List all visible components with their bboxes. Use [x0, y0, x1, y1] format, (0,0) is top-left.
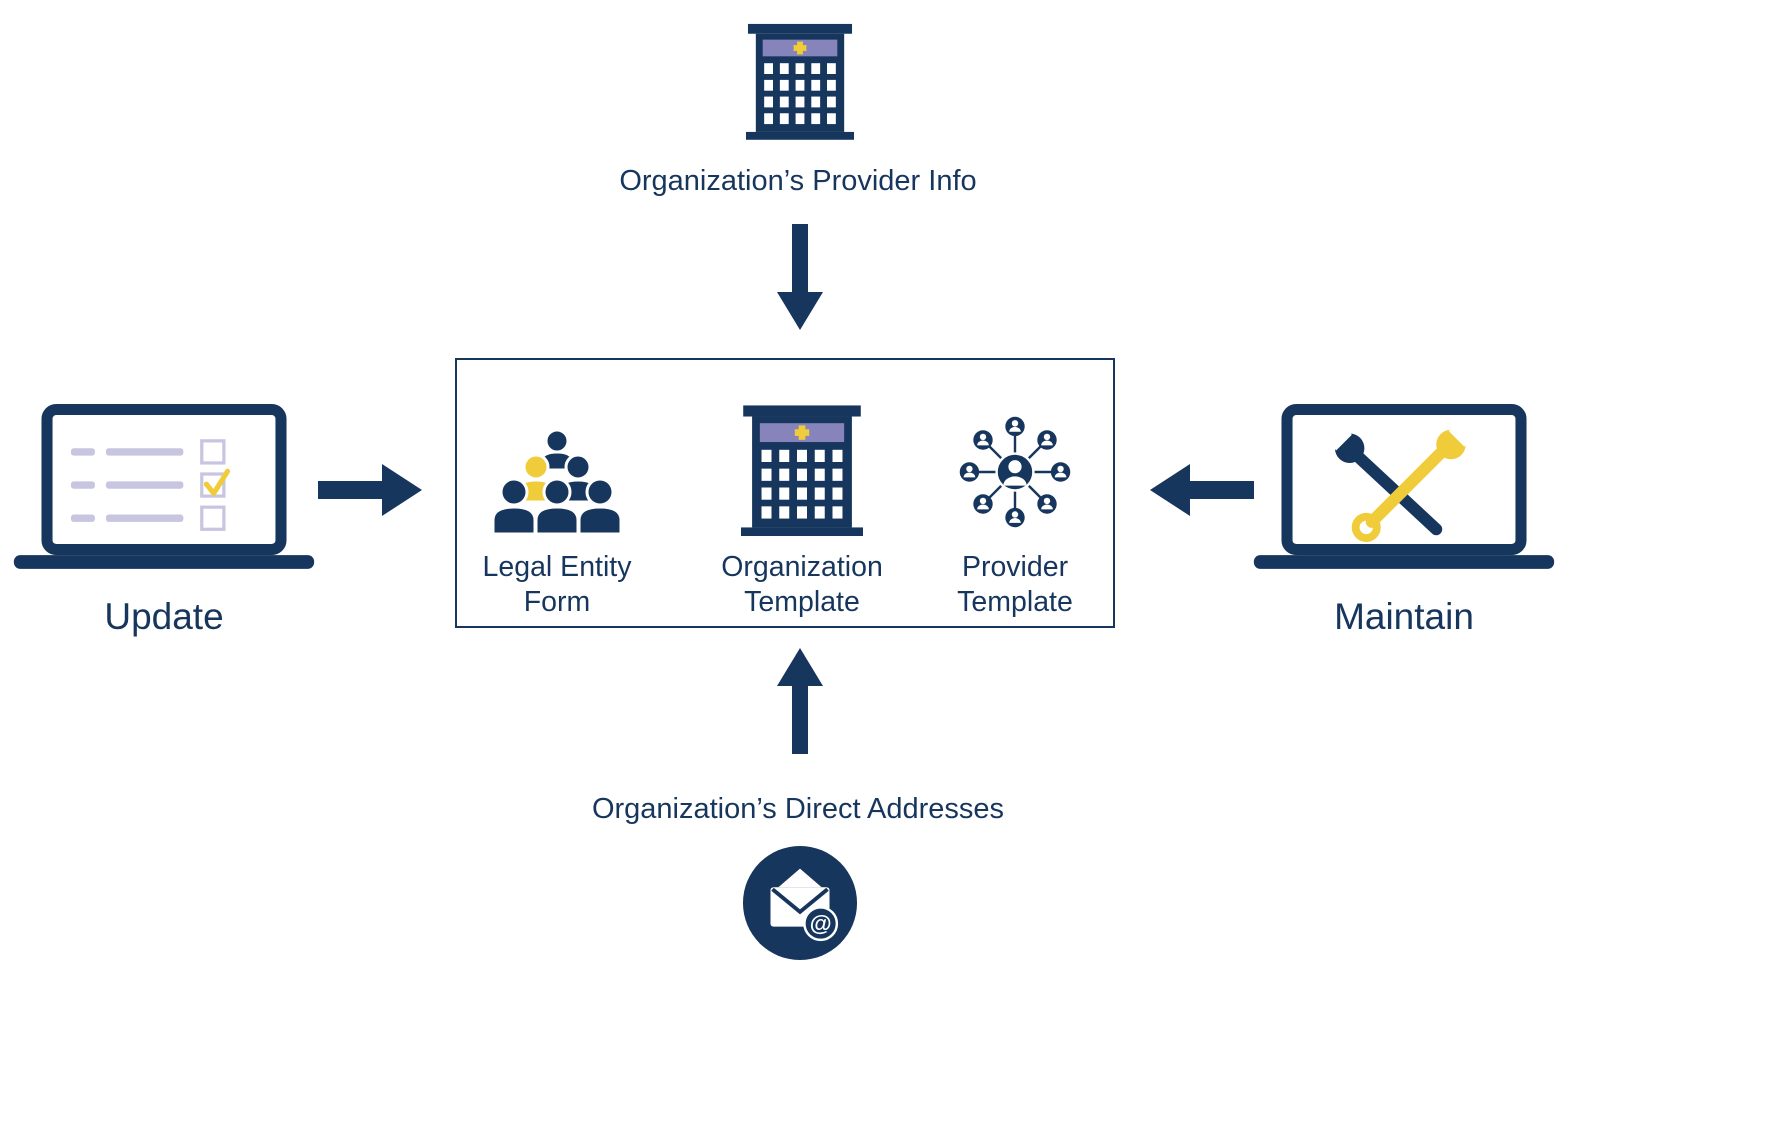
arrow-left-icon [1150, 464, 1254, 516]
hospital-building-icon [741, 405, 863, 536]
update-label: Update [104, 596, 224, 637]
right-node [1252, 404, 1556, 581]
box-item-legal-entity-form: Legal Entity Form [457, 388, 657, 620]
people-group-icon [491, 428, 623, 536]
bottom-node-label: Organization’s Direct Addresses [591, 793, 1005, 825]
left-node [12, 404, 316, 581]
maintain-label: Maintain [1334, 596, 1474, 637]
email-at-icon: @ [742, 845, 858, 961]
central-templates-box: Legal Entity Form [455, 358, 1115, 628]
top-node-label: Organization’s Provider Info [619, 165, 977, 197]
arrow-down-icon [777, 224, 823, 330]
laptop-checklist-icon [13, 404, 315, 569]
spanner-icon [1351, 423, 1472, 542]
legal-entity-form-label: Legal Entity Form [482, 551, 632, 618]
hospital-building-icon [746, 23, 854, 140]
box-item-organization-template: Organization Template [702, 388, 902, 620]
laptop-tools-icon [1253, 404, 1555, 569]
bottom-node: @ [741, 844, 859, 962]
provider-template-label: Provider Template [957, 551, 1073, 618]
at-symbol: @ [810, 911, 832, 936]
provider-network-icon [959, 416, 1071, 528]
arrow-right-icon [318, 464, 422, 516]
arrow-up-icon [777, 648, 823, 754]
organization-template-label: Organization Template [721, 551, 883, 618]
top-node [746, 20, 854, 140]
box-item-provider-template: Provider Template [915, 388, 1115, 620]
